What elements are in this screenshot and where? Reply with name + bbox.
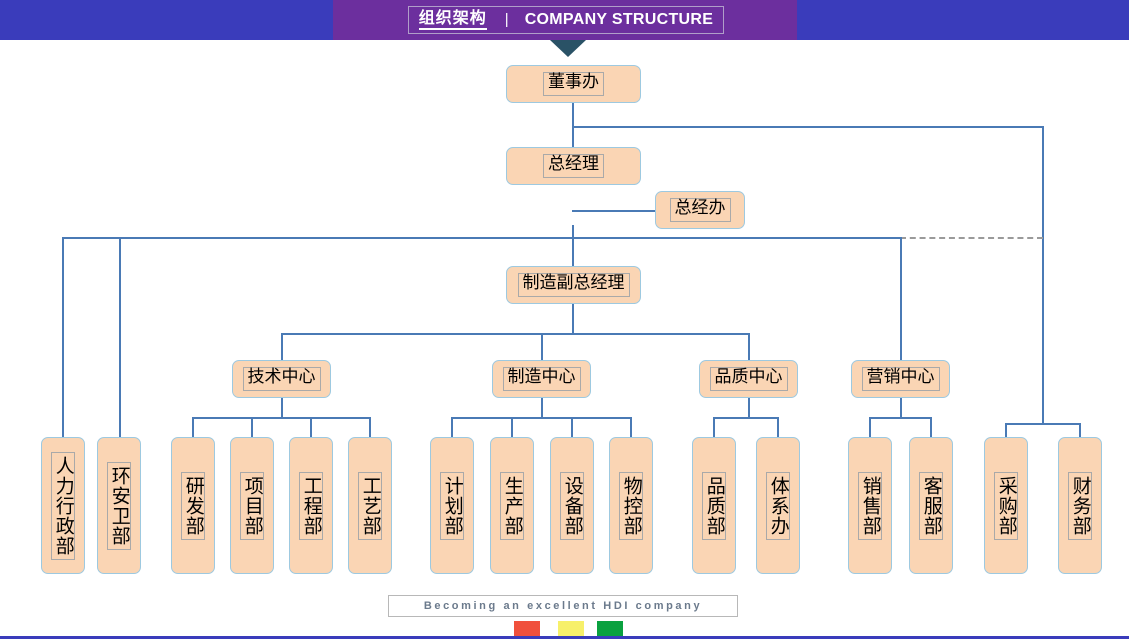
node-general-manager-label: 总经理 [543,154,604,178]
connector-drop-project [251,417,253,437]
connector-quality-bus [713,417,779,419]
node-dept-finance[interactable]: 财务部 [1058,437,1102,574]
connector-mfgvp-down [572,298,574,333]
connector-tech-bus [192,417,371,419]
connector-drop-purchasing [1005,423,1007,437]
node-center-quality-label: 品质中心 [709,367,788,391]
node-center-marketing-label: 营销中心 [861,367,940,391]
connector-gm-to-gmoffice [572,210,656,212]
node-manufacturing-vp-label: 制造副总经理 [517,273,630,297]
connector-drop-production [511,417,513,437]
connector-drop-service [930,417,932,437]
connector-drop-sales [869,417,871,437]
node-dept-ehs-label: 环安卫部 [107,461,131,550]
node-dept-project[interactable]: 项目部 [230,437,274,574]
header-title-box: 组织架构 | COMPANY STRUCTURE [408,6,724,34]
node-dept-rd-label: 研发部 [181,471,205,540]
connector-drop-rd [192,417,194,437]
node-dept-sales[interactable]: 销售部 [848,437,892,574]
connector-centers-bus [281,333,749,335]
node-dept-engineering-label: 工程部 [299,471,323,540]
connector-drop-ehs [119,237,121,437]
node-dept-customer-service-label: 客服部 [919,471,943,540]
connector-drop-marketing [900,237,902,361]
connector-drop-qc [713,417,715,437]
page-title-en: COMPANY STRUCTURE [524,11,714,28]
node-center-marketing[interactable]: 营销中心 [851,360,950,398]
node-dept-project-label: 项目部 [240,471,264,540]
node-dept-hr-admin[interactable]: 人力行政部 [41,437,85,574]
node-dept-hr-admin-label: 人力行政部 [51,451,75,560]
node-dept-material-control-label: 物控部 [619,471,643,540]
connector-drop-finance [1079,423,1081,437]
node-dept-purchasing[interactable]: 采购部 [984,437,1028,574]
node-center-manufacturing[interactable]: 制造中心 [492,360,591,398]
connector-drop-engineering [310,417,312,437]
node-board-office[interactable]: 董事办 [506,65,641,103]
header-banner: 组织架构 | COMPANY STRUCTURE [0,0,1129,40]
node-dept-process-label: 工艺部 [358,471,382,540]
node-manufacturing-vp[interactable]: 制造副总经理 [506,266,641,304]
node-dept-equipment[interactable]: 设备部 [550,437,594,574]
connector-board-right-drop [1042,126,1044,423]
connector-gm-wide-bus [62,237,902,239]
node-dept-system-office-label: 体系办 [766,471,790,540]
header-pointer-arrow-icon [550,40,586,57]
node-dept-engineering[interactable]: 工程部 [289,437,333,574]
node-dept-material-control[interactable]: 物控部 [609,437,653,574]
node-gm-office-label: 总经办 [669,198,731,222]
node-dept-planning[interactable]: 计划部 [430,437,474,574]
connector-mfg-down [541,397,543,419]
node-dept-equipment-label: 设备部 [560,471,584,540]
connector-mfg-bus [451,417,631,419]
connector-drop-planning [451,417,453,437]
connector-drop-hr [62,237,64,437]
color-swatch-red [514,621,540,639]
node-dept-quality-control-label: 品质部 [702,471,726,540]
node-dept-production[interactable]: 生产部 [490,437,534,574]
connector-drop-quality-center [748,333,750,361]
node-dept-planning-label: 计划部 [440,471,464,540]
connector-drop-process [369,417,371,437]
node-dept-quality-control[interactable]: 品质部 [692,437,736,574]
connector-marketing-bus [869,417,932,419]
connector-drop-system [777,417,779,437]
slogan-box: Becoming an excellent HDI company [388,595,738,617]
color-swatch-green [597,621,623,639]
connector-dashed-segment [900,237,1043,239]
node-dept-ehs[interactable]: 环安卫部 [97,437,141,574]
footer-bar [0,636,1129,639]
connector-gm-down [572,225,574,279]
connector-board-right-bus [572,126,1044,128]
page-title-cn: 组织架构 [418,10,487,30]
node-dept-sales-label: 销售部 [858,471,882,540]
node-center-technology-label: 技术中心 [242,367,321,391]
node-center-manufacturing-label: 制造中心 [502,367,581,391]
title-separator: | [504,11,509,28]
connector-quality-down [748,397,750,419]
node-dept-rd[interactable]: 研发部 [171,437,215,574]
node-dept-customer-service[interactable]: 客服部 [909,437,953,574]
slogan-text: Becoming an excellent HDI company [423,600,703,612]
node-center-quality[interactable]: 品质中心 [699,360,798,398]
node-dept-purchasing-label: 采购部 [994,471,1018,540]
node-center-technology[interactable]: 技术中心 [232,360,331,398]
color-swatch-yellow [558,621,584,639]
connector-board-dept-bus [1005,423,1081,425]
node-dept-production-label: 生产部 [500,471,524,540]
node-dept-process[interactable]: 工艺部 [348,437,392,574]
node-dept-system-office[interactable]: 体系办 [756,437,800,574]
connector-drop-equipment [571,417,573,437]
org-chart-canvas: 董事办 总经理 总经办 制造副总经理 技术中心 制造中心 品质中心 营销中心 人… [0,40,1129,600]
node-board-office-label: 董事办 [543,72,604,96]
connector-drop-material [630,417,632,437]
connector-marketing-down [900,397,902,419]
connector-board-to-gm [572,102,574,185]
connector-drop-tech-center [281,333,283,361]
node-dept-finance-label: 财务部 [1068,471,1092,540]
node-gm-office[interactable]: 总经办 [655,191,745,229]
node-general-manager[interactable]: 总经理 [506,147,641,185]
connector-drop-mfg-center [541,333,543,361]
connector-tech-down [281,397,283,419]
